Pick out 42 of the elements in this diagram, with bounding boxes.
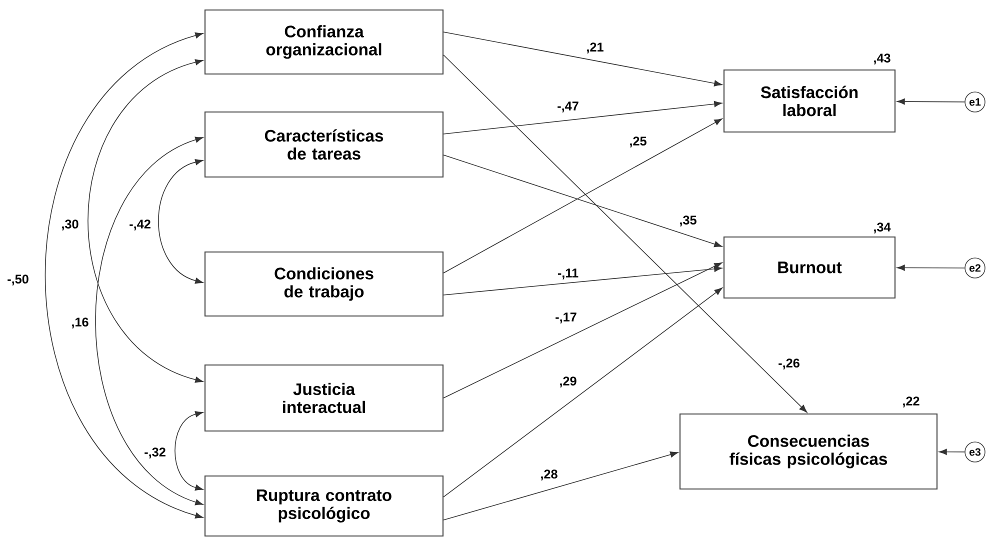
- arrow: [443, 262, 722, 398]
- variable-box: Características de tareas: [204, 111, 444, 178]
- edge-label: ,30: [62, 220, 78, 230]
- variable-box: Confianza organizacional: [204, 9, 444, 75]
- edge-label: -,26: [778, 358, 800, 370]
- edge-label: -,42: [130, 220, 150, 230]
- arrow: [896, 98, 965, 105]
- arrow: [443, 288, 722, 498]
- arrow: [44, 32, 204, 519]
- edge-label: ,28: [541, 470, 558, 480]
- variable-box: Justicia interactual: [204, 364, 444, 432]
- edge-label: -,47: [558, 102, 578, 112]
- arrow: [158, 159, 204, 284]
- arrow: [443, 32, 722, 86]
- edge-label: -,17: [556, 312, 576, 324]
- arrow: [443, 100, 722, 134]
- edge-label: -,32: [144, 448, 166, 458]
- arrow: [443, 154, 722, 248]
- arrow: [443, 54, 808, 413]
- edge-label: -,11: [558, 268, 578, 280]
- variable-box: Ruptura contrato psicológico: [204, 475, 444, 537]
- edge-label: ,21: [587, 42, 604, 54]
- arrow: [95, 136, 204, 506]
- arrow: [443, 452, 678, 520]
- variance-label: ,22: [903, 396, 920, 408]
- arrow: [938, 448, 965, 455]
- edge-label: ,29: [560, 376, 576, 388]
- arrow: [443, 118, 722, 274]
- edge-label: ,25: [630, 136, 646, 148]
- arrow: [443, 266, 722, 296]
- arrow: [174, 411, 204, 491]
- variance-label: ,43: [874, 54, 890, 64]
- edge-label: -,50: [8, 274, 28, 286]
- variance-label: ,34: [874, 222, 891, 234]
- edge-label: ,35: [680, 216, 696, 226]
- variable-box: Consecuencias físicas psicológicas: [679, 413, 938, 490]
- arrow: [88, 59, 204, 383]
- variable-box: Satisfacción laboral: [723, 69, 896, 133]
- variable-box: Burnout: [723, 236, 896, 299]
- arrow: [896, 264, 965, 271]
- edge-label: ,16: [72, 318, 88, 328]
- variable-box: Condiciones de trabajo: [204, 251, 444, 317]
